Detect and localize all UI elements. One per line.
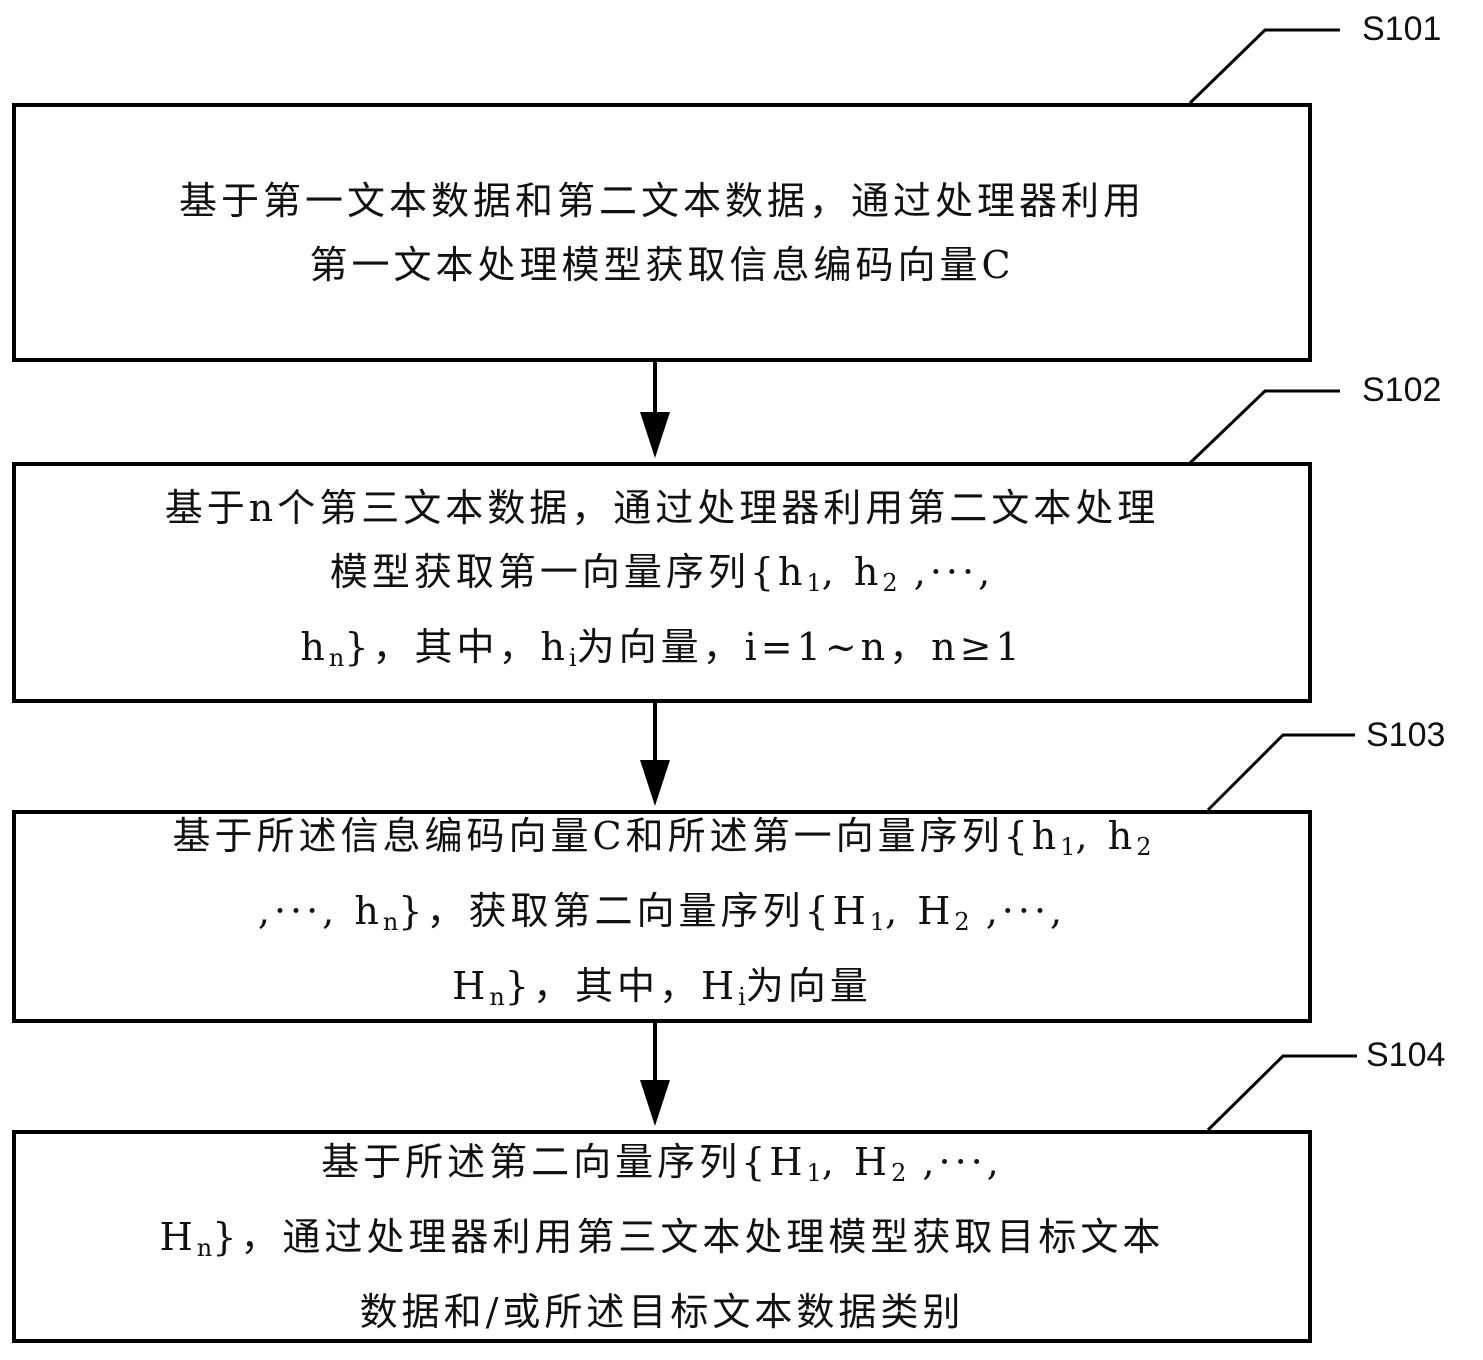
step-box-s101: 基于第一文本数据和第二文本数据，通过处理器利用第一文本处理模型获取信息编码向量C bbox=[12, 103, 1312, 362]
step-box-s102: 基于n个第三文本数据，通过处理器利用第二文本处理模型获取第一向量序列{h1, h… bbox=[12, 462, 1312, 703]
text-segment: }，其中，h bbox=[344, 624, 569, 669]
step-text-line: hn}，其中，hi为向量，i=1~n，n≥1 bbox=[300, 615, 1023, 690]
text-segment: 基于所述第二向量序列{H bbox=[321, 1139, 807, 1184]
subscript: n bbox=[328, 643, 345, 672]
step-text-line: 数据和/或所述目标文本数据类别 bbox=[360, 1280, 965, 1344]
subscript: 2 bbox=[954, 908, 970, 936]
subscript: 2 bbox=[1136, 833, 1152, 861]
step-text-line: 基于n个第三文本数据，通过处理器利用第二文本处理 bbox=[165, 476, 1159, 540]
step-box-s104: 基于所述第二向量序列{H1, H2 ,···,Hn}，通过处理器利用第三文本处理… bbox=[12, 1130, 1312, 1343]
subscript: 2 bbox=[891, 1158, 907, 1187]
subscript: 2 bbox=[882, 568, 898, 597]
arrow-head-icon bbox=[640, 412, 670, 458]
text-segment: ,···, bbox=[906, 1139, 1003, 1184]
text-segment: 模型获取第一向量序列{h bbox=[329, 549, 807, 594]
leader-line-s102 bbox=[1188, 389, 1340, 465]
text-segment: , H bbox=[821, 1139, 892, 1184]
text-segment: h bbox=[300, 624, 329, 669]
subscript: 1 bbox=[806, 568, 822, 597]
subscript: 1 bbox=[869, 908, 886, 936]
arrow-head-icon bbox=[640, 1080, 670, 1126]
step-label-s104: S104 bbox=[1366, 1036, 1446, 1074]
arrow-head-icon bbox=[640, 760, 670, 806]
step-text-line: 模型获取第一向量序列{h1, h2 ,···, bbox=[330, 540, 994, 615]
step-text-line: 基于所述第二向量序列{H1, H2 ,···, bbox=[321, 1130, 1003, 1205]
text-segment: H bbox=[159, 1214, 197, 1259]
text-segment: }，其中，H bbox=[504, 964, 739, 1008]
subscript: 1 bbox=[806, 1158, 822, 1187]
text-segment: , h bbox=[1075, 814, 1137, 858]
text-segment: ,···, bbox=[969, 889, 1067, 933]
leader-line-s101 bbox=[1188, 28, 1340, 105]
text-segment: , h bbox=[821, 549, 883, 594]
text-segment: 基于n个第三文本数据，通过处理器利用第二文本处理 bbox=[164, 485, 1160, 530]
step-label-s103: S103 bbox=[1366, 716, 1446, 754]
text-segment: 基于第一文本数据和第二文本数据，通过处理器利用 bbox=[178, 178, 1145, 223]
step-label-s102: S102 bbox=[1362, 371, 1442, 409]
text-segment: ,···, bbox=[897, 549, 995, 594]
subscript: i bbox=[738, 983, 746, 1011]
step-box-s103: 基于所述信息编码向量C和所述第一向量序列{h1, h2,···, hn}，获取第… bbox=[12, 810, 1312, 1023]
step-text-line: 基于第一文本数据和第二文本数据，通过处理器利用 bbox=[179, 169, 1145, 233]
text-segment: }，获取第二向量序列{H bbox=[398, 889, 870, 933]
text-segment: 为向量 bbox=[745, 964, 872, 1008]
text-segment: ,···, h bbox=[257, 889, 383, 933]
leader-line-s103 bbox=[1206, 733, 1355, 812]
step-label-s101: S101 bbox=[1362, 10, 1442, 48]
subscript: 1 bbox=[1060, 833, 1076, 861]
step-text-line: Hn}，通过处理器利用第三文本处理模型获取目标文本 bbox=[160, 1205, 1165, 1280]
text-segment: 基于所述信息编码向量C和所述第一向量序列{h bbox=[172, 814, 1061, 858]
leader-line-s104 bbox=[1206, 1054, 1357, 1132]
text-segment: , H bbox=[885, 889, 955, 933]
subscript: i bbox=[568, 643, 577, 672]
step-text-line: ,···, hn}，获取第二向量序列{H1, H2 ,···, bbox=[258, 879, 1066, 954]
text-segment: 数据和/或所述目标文本数据类别 bbox=[359, 1289, 965, 1334]
text-segment: H bbox=[452, 964, 490, 1008]
step-text-line: 第一文本处理模型获取信息编码向量C bbox=[309, 233, 1014, 297]
text-segment: }，通过处理器利用第三文本处理模型获取目标文本 bbox=[212, 1214, 1165, 1259]
subscript: n bbox=[489, 983, 505, 1011]
text-segment: 第一文本处理模型获取信息编码向量C bbox=[309, 242, 1015, 287]
subscript: n bbox=[196, 1233, 213, 1262]
subscript: n bbox=[382, 908, 399, 936]
step-text-line: Hn}，其中，Hi为向量 bbox=[452, 954, 872, 1029]
text-segment: 为向量，i=1~n，n≥1 bbox=[576, 624, 1024, 669]
step-text-line: 基于所述信息编码向量C和所述第一向量序列{h1, h2 bbox=[173, 804, 1152, 879]
